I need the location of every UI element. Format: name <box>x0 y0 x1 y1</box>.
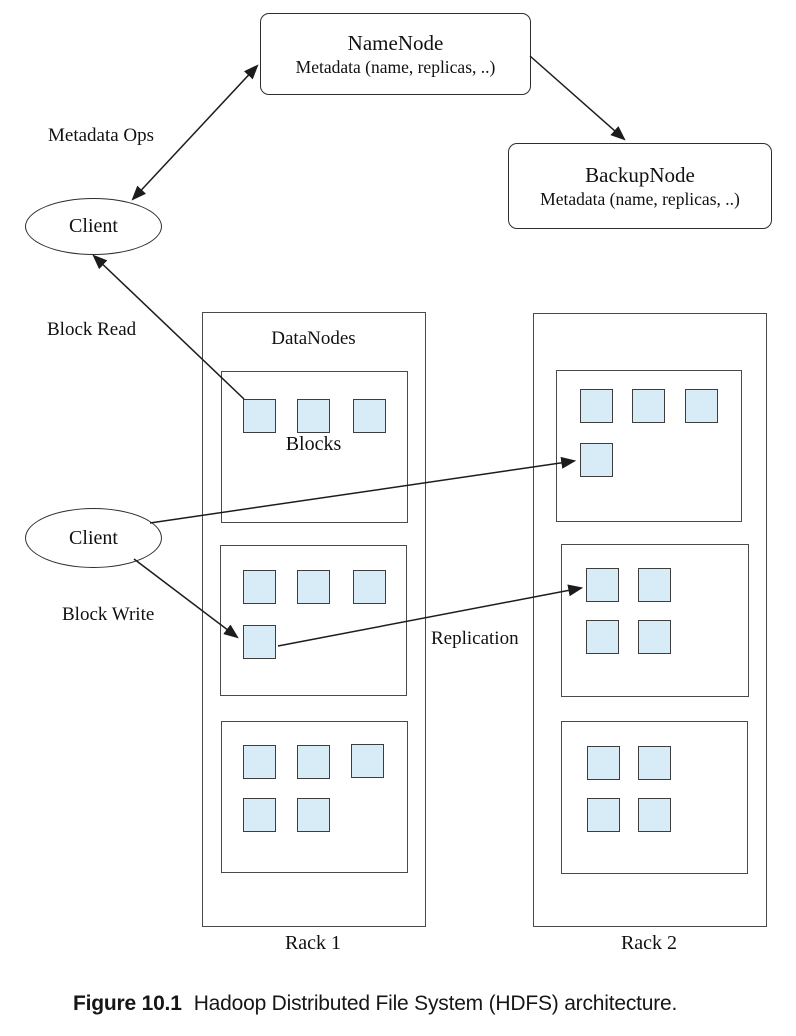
namenode-subtitle: Metadata (name, replicas, ..) <box>295 56 496 77</box>
rack1-datanode3-block <box>297 798 330 832</box>
rack2-datanode2-block <box>586 620 619 654</box>
backupnode-title: BackupNode <box>585 162 695 187</box>
block-write-label: Block Write <box>62 604 155 625</box>
datanodes-label: DataNodes <box>271 328 356 349</box>
rack2-datanode3-block <box>587 746 620 780</box>
figure-caption: Figure 10.1 Hadoop Distributed File Syste… <box>73 992 677 1016</box>
rack1-datanode2-block <box>353 570 386 604</box>
metadata-ops-label: Metadata Ops <box>48 125 155 146</box>
rack2-datanode2-block <box>638 620 671 654</box>
block-read-label: Block Read <box>47 319 137 340</box>
rack1-datanode1-block <box>353 399 386 433</box>
rack1-datanode1-block <box>243 399 276 433</box>
rack1-datanode3-block <box>351 744 384 778</box>
rack1-datanode2-block <box>243 625 276 659</box>
backupnode-subtitle: Metadata (name, replicas, ..) <box>540 188 740 209</box>
rack2-datanode2-block <box>638 568 671 602</box>
namenode-to-backupnode-arrow <box>529 55 626 141</box>
rack2-datanode1-block <box>580 389 613 423</box>
rack1-datanode3-block <box>243 745 276 779</box>
rack1-datanode3-block <box>297 745 330 779</box>
rack2-datanode3-block <box>587 798 620 832</box>
figure-caption-number: Figure 10.1 <box>73 992 182 1015</box>
client-bottom-label: Client <box>69 526 118 549</box>
rack2-label: Rack 2 <box>620 932 678 954</box>
rack2-datanode3-block <box>638 746 671 780</box>
client-top-label: Client <box>69 215 118 237</box>
figure-caption-text: Hadoop Distributed File System (HDFS) ar… <box>193 992 678 1015</box>
rack1-datanode2-block <box>297 570 330 604</box>
backupnode-box: BackupNode Metadata (name, replicas, ..) <box>508 143 772 229</box>
blocks-label: Blocks <box>285 433 342 455</box>
replication-label: Replication <box>431 628 519 649</box>
rack2-datanode1-block <box>580 443 613 477</box>
rack1-datanode3-block <box>243 798 276 832</box>
namenode-title: NameNode <box>347 30 444 55</box>
rack2-datanode3-box <box>561 721 748 874</box>
rack2-datanode3-block <box>638 798 671 832</box>
rack2-datanode1-block <box>685 389 718 423</box>
rack2-datanode2-block <box>586 568 619 602</box>
rack1-datanode2-box <box>220 545 407 696</box>
rack2-datanode1-block <box>632 389 665 423</box>
rack1-datanode1-block <box>297 399 330 433</box>
client-top-ellipse: Client <box>25 198 162 255</box>
rack1-datanode2-block <box>243 570 276 604</box>
rack2-datanode1-box <box>556 370 742 522</box>
namenode-box: NameNode Metadata (name, replicas, ..) <box>260 13 531 95</box>
rack1-label: Rack 1 <box>284 932 342 954</box>
client-bottom-ellipse: Client <box>25 508 162 568</box>
rack1-datanode3-box <box>221 721 408 873</box>
